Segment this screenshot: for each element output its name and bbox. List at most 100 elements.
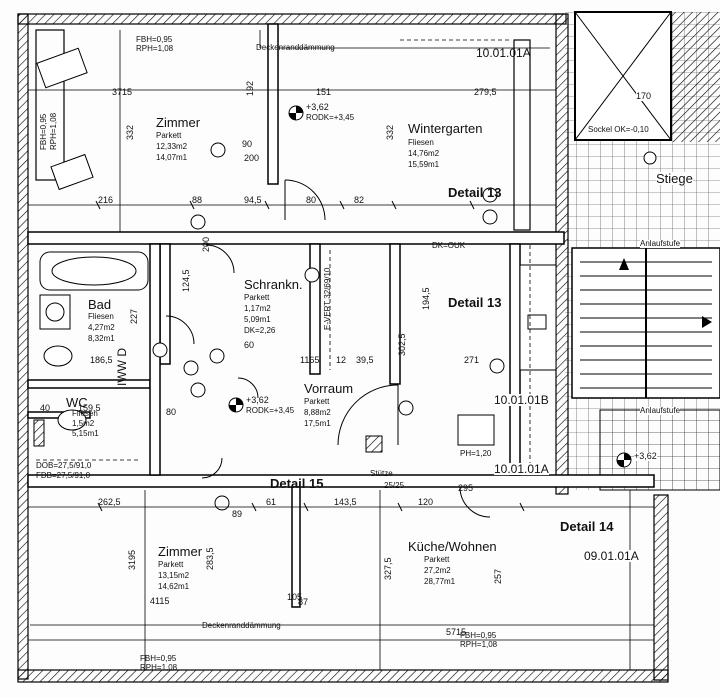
column	[365, 435, 383, 453]
dim-271: 271	[464, 355, 480, 365]
label-level-3: +3,62	[634, 451, 657, 461]
label-rodk-2: RODK=+3,45	[246, 406, 295, 415]
room-floor-bad: Fliesen	[88, 312, 114, 321]
label-fdb: FDB=27,5/91,0	[36, 471, 91, 480]
room-perimeter-bad: 8,32m1	[88, 334, 115, 343]
dim-192: 192	[245, 80, 255, 96]
dim-5715: 5715	[446, 627, 467, 637]
room-area-zimmer-bottom: 13,15m2	[158, 571, 190, 580]
room-area-wc: 1,5m2	[72, 419, 95, 428]
dim-120: 120	[418, 497, 434, 507]
detail-13-lower: Detail 13	[448, 295, 502, 310]
dim-216: 216	[98, 195, 114, 205]
room-perimeter-vorraum: 17,5m1	[304, 419, 331, 428]
label-anlaufstufe-2: Anlaufstufe	[640, 406, 681, 415]
dim-200-mid: 200	[201, 236, 211, 252]
label-stuetze: Stütze	[370, 469, 393, 478]
exterior-walls	[17, 13, 669, 683]
dim-4115: 4115	[150, 596, 170, 606]
label-dk-oval: DK=OUK	[432, 241, 466, 250]
room-name-stiege: Stiege	[656, 171, 693, 186]
dim-227: 227	[129, 308, 139, 324]
label-fbh-left: FBH=0,95	[39, 113, 48, 150]
room-perimeter-wc: 5,15m1	[72, 429, 99, 438]
label-rph-top: RPH=1,08	[136, 44, 174, 53]
label-rodk-1: RODK=+3,45	[306, 113, 355, 122]
dim-40: 40	[40, 403, 51, 413]
label-deckenrand-bottom: Deckenranddämmung	[202, 621, 281, 630]
dim-295: 295	[458, 483, 474, 493]
dim-200-top: 200	[244, 153, 260, 163]
room-floor-zimmer-top: Parkett	[156, 131, 182, 140]
dim-332-right: 332	[385, 124, 395, 140]
room-area-wintergarten: 14,76m2	[408, 149, 440, 158]
room-name-wc: WC	[66, 395, 88, 410]
label-rph-left: RPH=1,08	[49, 112, 58, 150]
dim-302-5: 302,5	[397, 333, 407, 356]
code-10-01-01a-mid: 10.01.01A	[494, 462, 549, 476]
label-rph-bl: RPH=1,08	[140, 663, 178, 672]
dim-80-top: 80	[306, 195, 317, 205]
label-rph-br: RPH=1,08	[460, 640, 498, 649]
label-deckenrand-top: Deckenranddämmung	[256, 43, 335, 52]
room-name-schrank: Schrankn.	[244, 277, 303, 292]
label-fbh-top: FBH=0,95	[136, 35, 173, 44]
room-dk-schrank: DK=2,26	[244, 326, 276, 335]
room-floor-zimmer-bottom: Parkett	[158, 560, 184, 569]
dim-60: 60	[244, 340, 255, 350]
dim-257: 257	[493, 568, 503, 584]
dim-87: 87	[298, 597, 309, 607]
dim-279-5: 279,5	[474, 87, 497, 97]
room-floor-wintergarten: Fliesen	[408, 138, 434, 147]
dim-94-5: 94,5	[244, 195, 262, 205]
dim-186-5: 186,5	[90, 355, 113, 365]
room-area-kueche: 27,2m2	[424, 566, 451, 575]
dim-61: 61	[266, 497, 277, 507]
room-perimeter-kueche: 28,77m1	[424, 577, 456, 586]
room-area-vorraum: 8,88m2	[304, 408, 331, 417]
level-markers	[228, 105, 657, 468]
detail-15: Detail 15	[270, 476, 324, 491]
dim-327-5: 327,5	[383, 557, 393, 580]
dim-80-mid: 80	[166, 407, 177, 417]
dim-159-5: 159,5	[78, 403, 101, 413]
dim-151: 151	[316, 87, 332, 97]
dim-143-5: 143,5	[334, 497, 357, 507]
code-10-01-01a-top: 10.01.01A	[476, 46, 531, 60]
label-stuetze-dim: 25/25	[384, 481, 405, 490]
room-floor-vorraum: Parkett	[304, 397, 330, 406]
dim-262-5: 262,5	[98, 497, 121, 507]
code-10-01-01b: 10.01.01B	[494, 393, 549, 407]
room-name-bad: Bad	[88, 297, 112, 312]
dim-194-5: 194,5	[421, 287, 431, 310]
room-floor-wc: Fliesen	[72, 409, 98, 418]
dim-283-5: 283,5	[205, 547, 215, 570]
room-area-bad: 4,27m2	[88, 323, 115, 332]
label-level-2: +3,62	[246, 395, 269, 405]
label-level-1: +3,62	[306, 102, 329, 112]
dim-88-bottom: 89	[232, 509, 243, 519]
dim-82: 82	[354, 195, 365, 205]
label-fbh-br: FBH=0,95	[460, 631, 497, 640]
code-09-01-01a: 09.01.01A	[584, 549, 639, 563]
shaft-hatch	[672, 12, 720, 142]
room-name-vorraum: Vorraum	[304, 381, 354, 396]
room-name-kueche: Küche/Wohnen	[408, 539, 497, 554]
room-floor-schrank: Parkett	[244, 293, 270, 302]
label-socket: Sockel OK=-0,10	[588, 125, 649, 134]
label-iww: IWW D	[115, 348, 129, 386]
dim-3195: 3195	[127, 549, 137, 570]
room-name-zimmer-bottom: Zimmer	[158, 544, 203, 559]
label-dob: DOB=27,5/91,0	[36, 461, 92, 470]
dim-170: 170	[636, 91, 652, 101]
interior-walls	[27, 23, 655, 608]
detail-14: Detail 14	[560, 519, 614, 534]
room-floor-kueche: Parkett	[424, 555, 450, 564]
label-anlaufstufe-1: Anlaufstufe	[640, 239, 681, 248]
dim-124-5: 124,5	[181, 269, 191, 292]
dim-90: 90	[242, 139, 253, 149]
room-name-zimmer-top: Zimmer	[156, 115, 201, 130]
room-name-wintergarten: Wintergarten	[408, 121, 483, 136]
